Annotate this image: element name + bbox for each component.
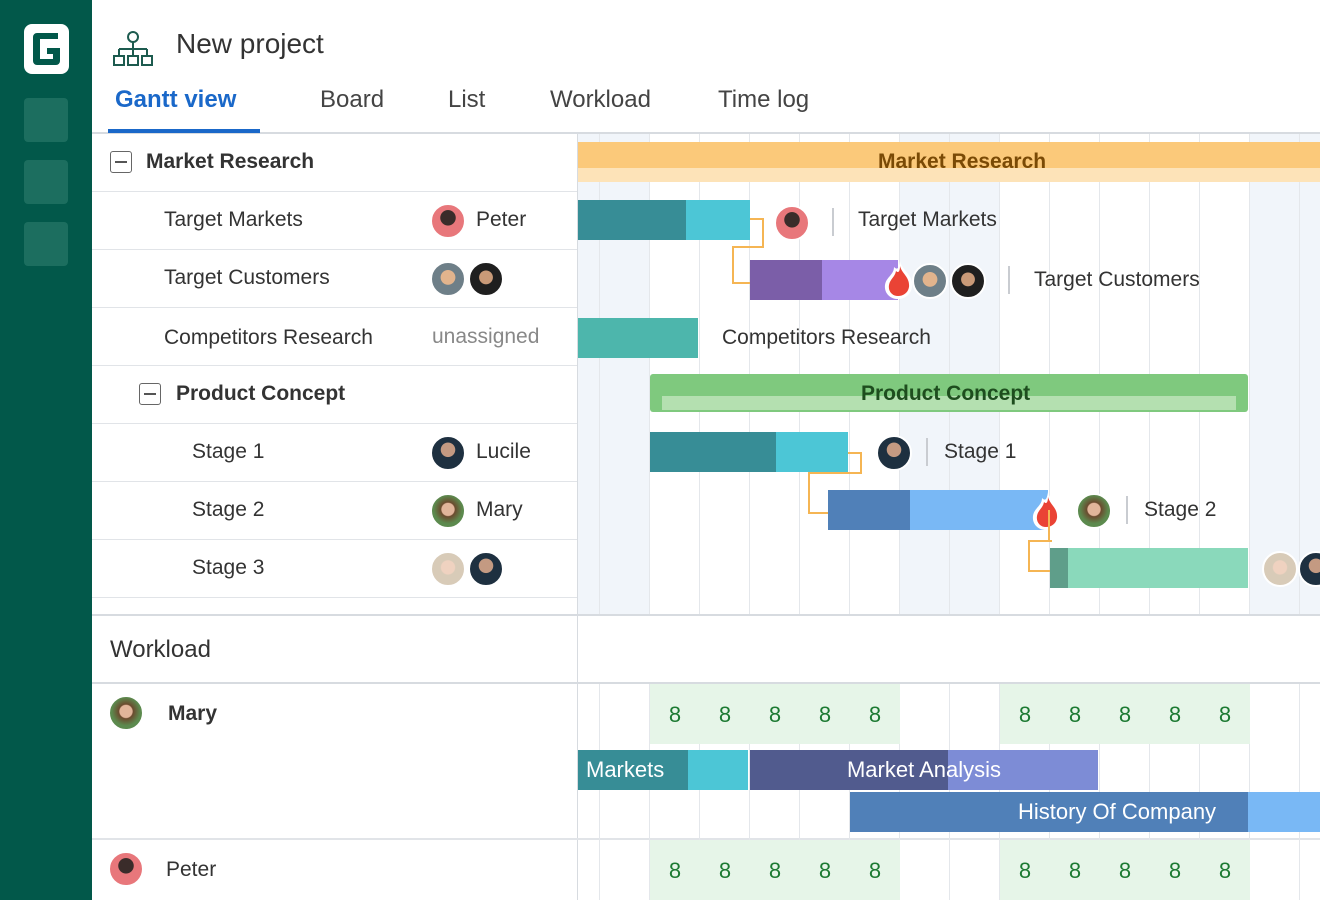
collapse-product-concept-icon[interactable]	[139, 383, 161, 405]
rail-item-2[interactable]	[24, 160, 68, 204]
left-rail	[0, 0, 92, 900]
hours-cell: 8	[850, 840, 900, 900]
task-bar-label: Competitors Research	[722, 326, 931, 349]
workload-title: Workload	[110, 636, 211, 663]
avatar-user-2	[950, 263, 986, 299]
avatar-lucile	[876, 435, 912, 471]
task-name[interactable]: Target Customers	[164, 266, 330, 289]
hours-cell: 8	[1000, 840, 1050, 900]
hours-cell: 8	[1200, 840, 1250, 900]
overdue-flame-icon	[884, 261, 913, 299]
workload-person-name: Peter	[166, 858, 217, 881]
task-bar-stage-3-progress[interactable]	[1050, 548, 1068, 588]
workload-bar-history[interactable]: History Of Company	[850, 792, 1320, 832]
hours-cell: 8	[1200, 684, 1250, 744]
avatar-mary	[1076, 493, 1112, 529]
dependency-connector	[732, 246, 764, 284]
tab-board[interactable]: Board	[320, 86, 385, 113]
workload-bar-markets[interactable]: Markets	[578, 750, 748, 790]
app-logo[interactable]	[24, 24, 69, 74]
hours-cell: 8	[750, 840, 800, 900]
tab-gantt-view[interactable]: Gantt view	[115, 86, 237, 113]
hours-cell: 8	[1050, 840, 1100, 900]
avatar-user-1	[430, 261, 466, 297]
task-bar-competitors-research[interactable]	[578, 318, 698, 358]
tab-list[interactable]: List	[448, 86, 486, 113]
hours-cell: 8	[1100, 684, 1150, 744]
hours-cell: 8	[1100, 840, 1150, 900]
task-bar-target-markets[interactable]	[686, 200, 750, 240]
hours-cell: 8	[700, 684, 750, 744]
task-bar-stage-1[interactable]	[776, 432, 848, 472]
assignee-name: Lucile	[476, 440, 531, 463]
hours-cell: 8	[750, 684, 800, 744]
task-bar-label: Stage 1	[944, 440, 1017, 463]
tab-workload[interactable]: Workload	[550, 86, 651, 113]
header-divider	[92, 132, 1320, 134]
task-name[interactable]: Competitors Research	[164, 326, 373, 349]
collapse-market-research-icon[interactable]	[110, 151, 132, 173]
avatar-peter	[774, 205, 810, 241]
hours-cell: 8	[650, 840, 700, 900]
task-name[interactable]: Market Research	[146, 150, 315, 173]
task-bar-target-customers-progress[interactable]	[750, 260, 822, 300]
hours-cell: 8	[1150, 840, 1200, 900]
task-bar-stage-2-progress[interactable]	[828, 490, 910, 530]
avatar-user-3	[430, 551, 466, 587]
task-bar-stage-3[interactable]	[1068, 548, 1248, 588]
task-bar-label: Stage 2	[1144, 498, 1217, 521]
hours-cell: 8	[850, 684, 900, 744]
avatar-user-4	[468, 551, 504, 587]
overdue-flame-icon	[1032, 492, 1061, 530]
task-name[interactable]: Target Markets	[164, 208, 303, 231]
group-bar-market-research-progress	[578, 168, 1320, 182]
group-bar-market-research[interactable]	[578, 142, 1320, 168]
dependency-connector	[1048, 510, 1050, 540]
task-name[interactable]: Stage 1	[192, 440, 265, 463]
hierarchy-icon	[113, 31, 153, 66]
avatar-mary	[430, 493, 466, 529]
group-bar-product-concept-progress	[662, 396, 1236, 410]
hours-cell: 8	[1050, 684, 1100, 744]
assignee-name: Peter	[476, 208, 527, 231]
avatar-peter	[108, 851, 144, 887]
task-bar-stage-1-progress[interactable]	[650, 432, 776, 472]
project-title: New project	[176, 28, 324, 59]
avatar-user-3	[1262, 551, 1298, 587]
avatar-user-2	[468, 261, 504, 297]
task-bar-target-markets-progress[interactable]	[578, 200, 686, 240]
task-name[interactable]: Stage 2	[192, 498, 265, 521]
active-tab-indicator	[108, 129, 260, 133]
hours-cell: 8	[1000, 684, 1050, 744]
hours-cell: 8	[800, 684, 850, 744]
avatar-user-1	[912, 263, 948, 299]
task-name[interactable]: Stage 3	[192, 556, 265, 579]
workload-person-name: Mary	[168, 702, 218, 725]
assignee-name: Mary	[476, 498, 523, 521]
task-bar-label: Target Markets	[858, 208, 997, 231]
workload-bar-market-analysis[interactable]: Market Analysis	[750, 750, 1098, 790]
dependency-connector	[1028, 540, 1052, 572]
avatar-peter	[430, 203, 466, 239]
group-bar-label: Product Concept	[861, 382, 1031, 405]
group-bar-label: Market Research	[878, 150, 1047, 173]
task-bar-label: Target Customers	[1034, 268, 1200, 291]
rail-item-3[interactable]	[24, 222, 68, 266]
task-bar-stage-2[interactable]	[910, 490, 1048, 530]
hours-cell: 8	[1150, 684, 1200, 744]
tab-time-log[interactable]: Time log	[718, 86, 810, 113]
hours-cell: 8	[700, 840, 750, 900]
hours-cell: 8	[650, 684, 700, 744]
avatar-lucile	[430, 435, 466, 471]
task-name[interactable]: Product Concept	[176, 382, 346, 405]
rail-item-1[interactable]	[24, 98, 68, 142]
dependency-connector	[750, 218, 764, 248]
dependency-connector	[848, 452, 862, 474]
task-bar-target-customers[interactable]	[822, 260, 898, 300]
assignee-unassigned: unassigned	[432, 325, 540, 348]
avatar-mary	[108, 695, 144, 731]
hours-cell: 8	[800, 840, 850, 900]
